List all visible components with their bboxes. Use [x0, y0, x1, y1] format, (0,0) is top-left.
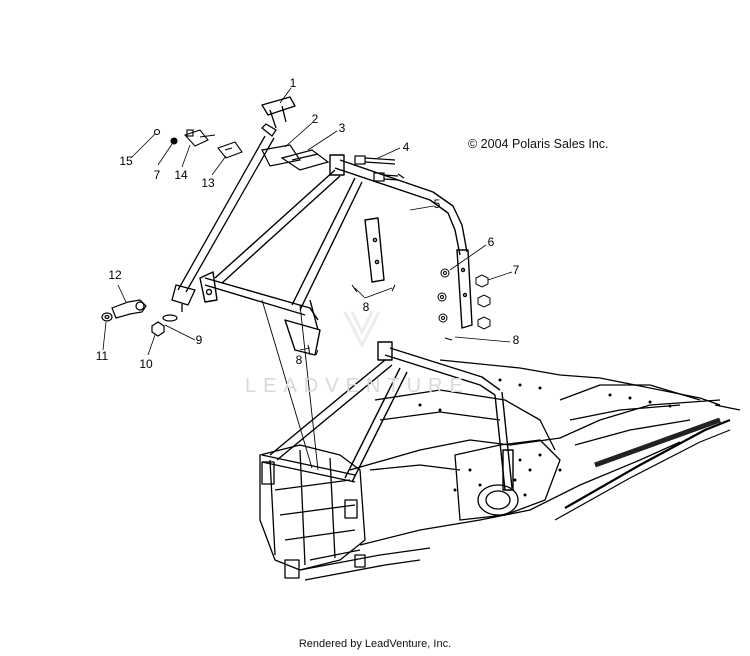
bolts-4: [354, 155, 405, 182]
callout-15: 15: [119, 154, 133, 168]
leader-lines: [102, 87, 513, 471]
clip-parts: [153, 128, 243, 159]
callout-9: 9: [196, 333, 203, 347]
callout-8-frame: 8: [363, 300, 370, 314]
callout-labels: 1 2 3 4 5 6 7 7 8 8 8 9 10 11 12 13 14 1…: [96, 76, 520, 371]
callout-8-right: 8: [513, 333, 520, 347]
chassis-frame: [259, 359, 741, 581]
callout-11: 11: [96, 349, 109, 363]
callout-1: 1: [290, 76, 297, 90]
callout-3: 3: [339, 121, 346, 135]
steering-post: [171, 96, 296, 312]
rivets-8: [307, 284, 453, 356]
callout-2: 2: [312, 112, 319, 126]
callout-5: 5: [434, 197, 441, 211]
plates-2-3: [261, 144, 330, 171]
callout-4: 4: [403, 140, 410, 154]
footer-credit: Rendered by LeadVenture, Inc.: [298, 638, 452, 650]
steering-support-frame: [199, 154, 473, 356]
callout-8-bottom: 8: [296, 353, 303, 367]
watermark-logo: [343, 311, 381, 349]
tie-rod-end: [101, 299, 178, 337]
callout-6: 6: [488, 235, 495, 249]
callout-10: 10: [139, 357, 153, 371]
installed-frame: [261, 341, 514, 491]
callout-7-left: 7: [154, 168, 161, 182]
callout-13: 13: [201, 176, 215, 190]
copyright-notice: © 2004 Polaris Sales Inc.: [468, 137, 609, 151]
fasteners-6-7: [437, 268, 491, 330]
callout-7-right: 7: [513, 263, 520, 277]
callout-14: 14: [174, 168, 188, 182]
callout-12: 12: [108, 268, 122, 282]
watermark-text: LEADVENTURE: [245, 375, 470, 397]
